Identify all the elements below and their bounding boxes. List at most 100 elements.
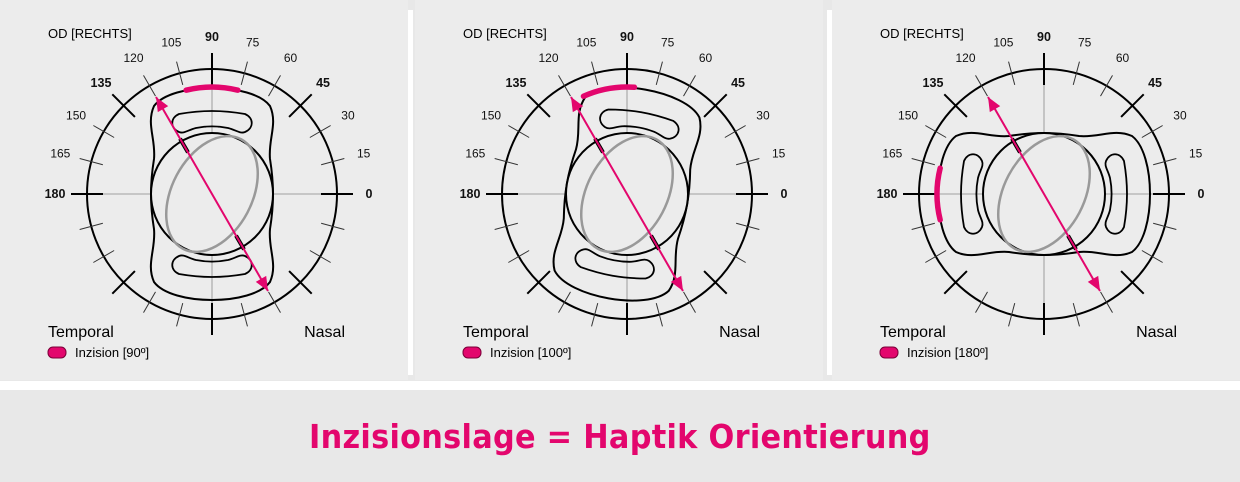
angle-label: 150 bbox=[66, 109, 86, 123]
angle-tick bbox=[526, 93, 551, 118]
nasal-label: Nasal bbox=[1136, 324, 1177, 341]
angle-label: 120 bbox=[123, 51, 143, 65]
section-divider bbox=[0, 381, 1240, 390]
angle-label: 135 bbox=[923, 76, 944, 90]
footer-banner: Inzisionslage = Haptik Orientierung bbox=[0, 390, 1240, 482]
eye-label: OD [RECHTS] bbox=[48, 26, 132, 41]
haptic-slot bbox=[171, 110, 253, 134]
angle-label: 15 bbox=[1189, 146, 1203, 160]
angle-tick bbox=[736, 158, 760, 166]
angle-tick bbox=[1008, 303, 1016, 327]
angle-tick bbox=[321, 158, 345, 166]
angle-tick bbox=[558, 75, 571, 97]
toric-ellipse bbox=[164, 134, 260, 254]
angle-tick bbox=[143, 75, 156, 97]
angle-tick bbox=[143, 291, 156, 313]
angle-label: 45 bbox=[731, 76, 745, 90]
angle-tick bbox=[240, 61, 248, 85]
angle-tick bbox=[683, 291, 696, 313]
arrowhead bbox=[670, 275, 683, 291]
incision-arc bbox=[580, 84, 638, 100]
angle-label: 90 bbox=[620, 30, 634, 44]
angle-label: 150 bbox=[481, 109, 501, 123]
haptic-slot bbox=[1104, 153, 1128, 235]
angle-label: 180 bbox=[460, 187, 481, 201]
angle-tick bbox=[288, 270, 313, 295]
angle-tick bbox=[321, 222, 345, 230]
angle-label: 105 bbox=[993, 35, 1013, 49]
nasal-label: Nasal bbox=[304, 324, 345, 341]
angle-tick bbox=[1153, 158, 1177, 166]
angle-label: 15 bbox=[357, 146, 371, 160]
arrowhead bbox=[156, 97, 169, 113]
angle-label: 180 bbox=[877, 187, 898, 201]
angle-tick bbox=[925, 125, 947, 138]
angle-tick bbox=[268, 291, 281, 313]
axis-arrow-line bbox=[570, 96, 684, 292]
legend-label: Inzision [180º] bbox=[907, 345, 988, 360]
angle-tick bbox=[1141, 250, 1163, 263]
angle-label: 75 bbox=[661, 35, 675, 49]
incision-arc bbox=[183, 84, 241, 93]
angle-tick bbox=[268, 75, 281, 97]
angle-tick bbox=[591, 61, 599, 85]
eye-label: OD [RECHTS] bbox=[463, 26, 547, 41]
angle-tick bbox=[1072, 303, 1080, 327]
axis-arrow-line bbox=[987, 96, 1101, 292]
angle-tick bbox=[911, 158, 935, 166]
angle-tick bbox=[508, 250, 530, 263]
angle-label: 165 bbox=[882, 146, 902, 160]
eye-label: OD [RECHTS] bbox=[880, 26, 964, 41]
angle-tick bbox=[558, 291, 571, 313]
angle-tick bbox=[736, 222, 760, 230]
panel-divider bbox=[827, 10, 832, 375]
angle-tick bbox=[655, 303, 663, 327]
angle-label: 45 bbox=[316, 76, 330, 90]
angle-label: 0 bbox=[781, 187, 788, 201]
axis-arrow-line bbox=[155, 96, 269, 292]
temporal-label: Temporal bbox=[48, 324, 114, 341]
incision-arc bbox=[934, 165, 943, 223]
legend-label: Inzision [100º] bbox=[490, 345, 571, 360]
angle-tick bbox=[1153, 222, 1177, 230]
angle-tick bbox=[1120, 93, 1145, 118]
axis-diagram-100: OD [RECHTS]01530456075901051201351501651… bbox=[460, 26, 788, 360]
haptic-slot bbox=[599, 108, 680, 140]
angle-tick bbox=[111, 270, 136, 295]
angle-tick bbox=[655, 61, 663, 85]
angle-tick bbox=[975, 75, 988, 97]
angle-label: 120 bbox=[538, 51, 558, 65]
angle-label: 15 bbox=[772, 146, 786, 160]
angle-tick bbox=[93, 125, 115, 138]
angle-tick bbox=[1008, 61, 1016, 85]
haptic-slot bbox=[171, 254, 253, 278]
angle-label: 180 bbox=[45, 187, 66, 201]
angle-label: 75 bbox=[246, 35, 260, 49]
angle-tick bbox=[309, 250, 331, 263]
angle-label: 120 bbox=[955, 51, 975, 65]
temporal-label: Temporal bbox=[463, 324, 529, 341]
angle-tick bbox=[288, 93, 313, 118]
footer-title: Inzisionslage = Haptik Orientierung bbox=[309, 416, 931, 456]
angle-label: 165 bbox=[465, 146, 485, 160]
arrowhead bbox=[988, 97, 1001, 113]
angle-tick bbox=[494, 158, 518, 166]
angle-tick bbox=[724, 125, 746, 138]
legend-label: Inzision [90º] bbox=[75, 345, 149, 360]
axis-diagram-90: OD [RECHTS]01530456075901051201351501651… bbox=[45, 26, 373, 360]
haptic-slot bbox=[574, 248, 655, 280]
angle-label: 105 bbox=[161, 35, 181, 49]
angle-label: 60 bbox=[1116, 51, 1130, 65]
arrowhead bbox=[255, 275, 268, 291]
angle-tick bbox=[1100, 75, 1113, 97]
nasal-label: Nasal bbox=[719, 324, 760, 341]
angle-tick bbox=[591, 303, 599, 327]
angle-tick bbox=[703, 270, 728, 295]
angle-label: 105 bbox=[576, 35, 596, 49]
angle-label: 60 bbox=[699, 51, 713, 65]
angle-label: 150 bbox=[898, 109, 918, 123]
angle-tick bbox=[724, 250, 746, 263]
panel-divider bbox=[408, 10, 413, 375]
angle-label: 45 bbox=[1148, 76, 1162, 90]
toric-ellipse bbox=[579, 134, 675, 254]
